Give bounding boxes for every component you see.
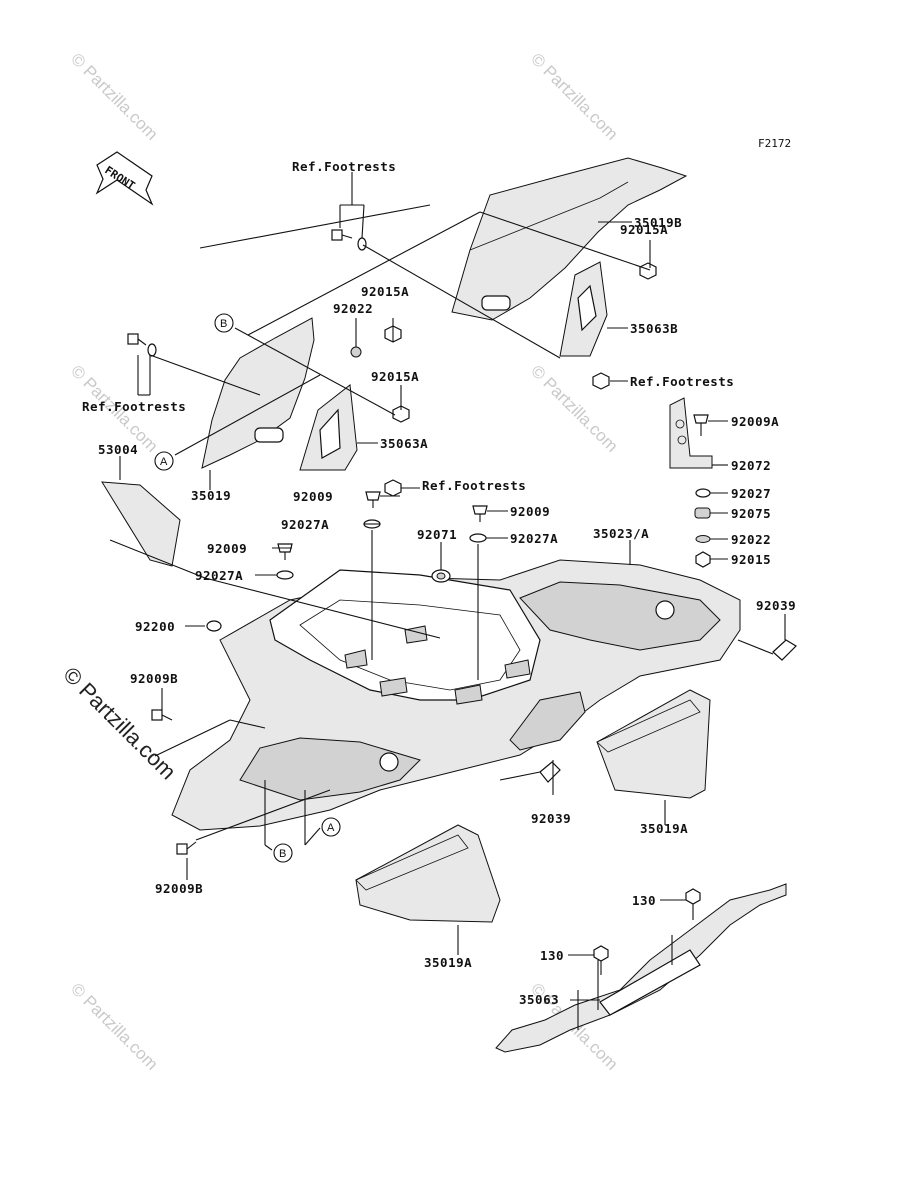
screw-icon <box>472 505 488 522</box>
callout-35063: 35063 <box>519 992 559 1007</box>
rear-fender-right-upper <box>451 157 688 321</box>
leader-lines <box>109 172 786 1030</box>
nut-icon <box>639 262 657 280</box>
bolt-icon <box>593 945 609 975</box>
callout-92027A: 92027A <box>281 517 329 532</box>
callout-35063A: 35063A <box>380 436 428 451</box>
bracket-assembly <box>669 397 713 469</box>
reference-marker-b: B <box>214 313 234 333</box>
diagram-code: F2172 <box>758 137 791 150</box>
washer-icon <box>147 343 157 357</box>
watermark-text: © Partzilla.com <box>67 979 161 1073</box>
nut-icon <box>384 479 402 497</box>
callout-35063B: 35063B <box>630 321 678 336</box>
callout-ref-footrests: Ref.Footrests <box>422 478 526 493</box>
callout-35019A: 35019A <box>424 955 472 970</box>
washer-icon <box>469 533 487 543</box>
watermark-text: © Partzilla.com <box>67 49 161 143</box>
callout-92039: 92039 <box>531 811 571 826</box>
callout-ref-footrests: Ref.Footrests <box>82 399 186 414</box>
main-rear-fender-35023 <box>171 559 741 831</box>
reference-marker-a: A <box>154 451 174 471</box>
callout-92009: 92009 <box>207 541 247 556</box>
callout-92075: 92075 <box>731 506 771 521</box>
callout-ref-footrests: Ref.Footrests <box>292 159 396 174</box>
bolt-icon <box>176 841 197 855</box>
callout-92027A: 92027A <box>510 531 558 546</box>
marker-letter: A <box>160 456 168 468</box>
screw-icon <box>277 543 293 560</box>
callout-92009B: 92009B <box>130 671 178 686</box>
callout-92022: 92022 <box>333 301 373 316</box>
callout-92009B: 92009B <box>155 881 203 896</box>
callout-35019: 35019 <box>191 488 231 503</box>
screw-icon <box>693 414 709 436</box>
callout-35019A: 35019A <box>640 821 688 836</box>
callout-92039: 92039 <box>756 598 796 613</box>
nut-icon <box>695 551 711 568</box>
callout-92027A: 92027A <box>195 568 243 583</box>
marker-letter: B <box>279 848 286 860</box>
callout-92009A: 92009A <box>731 414 779 429</box>
mud-flap-right <box>596 689 711 799</box>
washer-icon <box>695 535 711 543</box>
reference-marker-a: A <box>321 817 341 837</box>
washer-icon <box>276 570 294 580</box>
callout-92071: 92071 <box>417 527 457 542</box>
clip-icon <box>539 761 561 783</box>
collar-icon <box>694 507 711 519</box>
mud-flap-left <box>355 824 501 923</box>
callout-92027: 92027 <box>731 486 771 501</box>
callout-92015A: 92015A <box>371 369 419 384</box>
callout-ref-footrests: Ref.Footrests <box>630 374 734 389</box>
marker-letter: B <box>220 318 227 330</box>
marker-letter: A <box>327 822 335 834</box>
callout-92200: 92200 <box>135 619 175 634</box>
bolt-icon <box>151 709 173 721</box>
fasteners <box>127 229 797 975</box>
callout-92009: 92009 <box>510 504 550 519</box>
watermark-text: © Partzilla.com <box>527 49 621 143</box>
bolt-icon <box>685 888 701 920</box>
guard-plate-35063B <box>559 261 608 357</box>
callout-130: 130 <box>632 893 656 908</box>
grommet-hole <box>436 572 446 580</box>
callout-92015A: 92015A <box>620 222 668 237</box>
bolt-icon <box>331 229 353 241</box>
washer-icon <box>350 346 362 358</box>
reference-marker-b: B <box>273 843 293 863</box>
callout-labels: Ref.Footrests 35019B 92015A 35063B Ref.F… <box>82 159 796 1007</box>
nut-icon <box>592 372 610 390</box>
callout-35019B: 35019B <box>634 215 682 230</box>
bolt-icon <box>127 333 147 346</box>
front-arrow-icon: FRONT <box>95 151 154 206</box>
washer-icon <box>357 237 367 251</box>
screw-icon <box>365 491 381 508</box>
lower-frame-35063 <box>495 883 787 1053</box>
callout-92015A: 92015A <box>361 284 409 299</box>
clip-icon <box>772 639 797 661</box>
callout-53004: 53004 <box>98 442 138 457</box>
callout-35023-a: 35023/A <box>593 526 649 541</box>
callout-92009: 92009 <box>293 489 333 504</box>
guard-plate-35063A <box>299 384 358 471</box>
washer-icon <box>695 488 711 498</box>
side-panel-53004 <box>101 481 181 567</box>
washer-icon <box>206 620 222 632</box>
callout-92072: 92072 <box>731 458 771 473</box>
callout-92015: 92015 <box>731 552 771 567</box>
callout-130: 130 <box>540 948 564 963</box>
callout-92022: 92022 <box>731 532 771 547</box>
